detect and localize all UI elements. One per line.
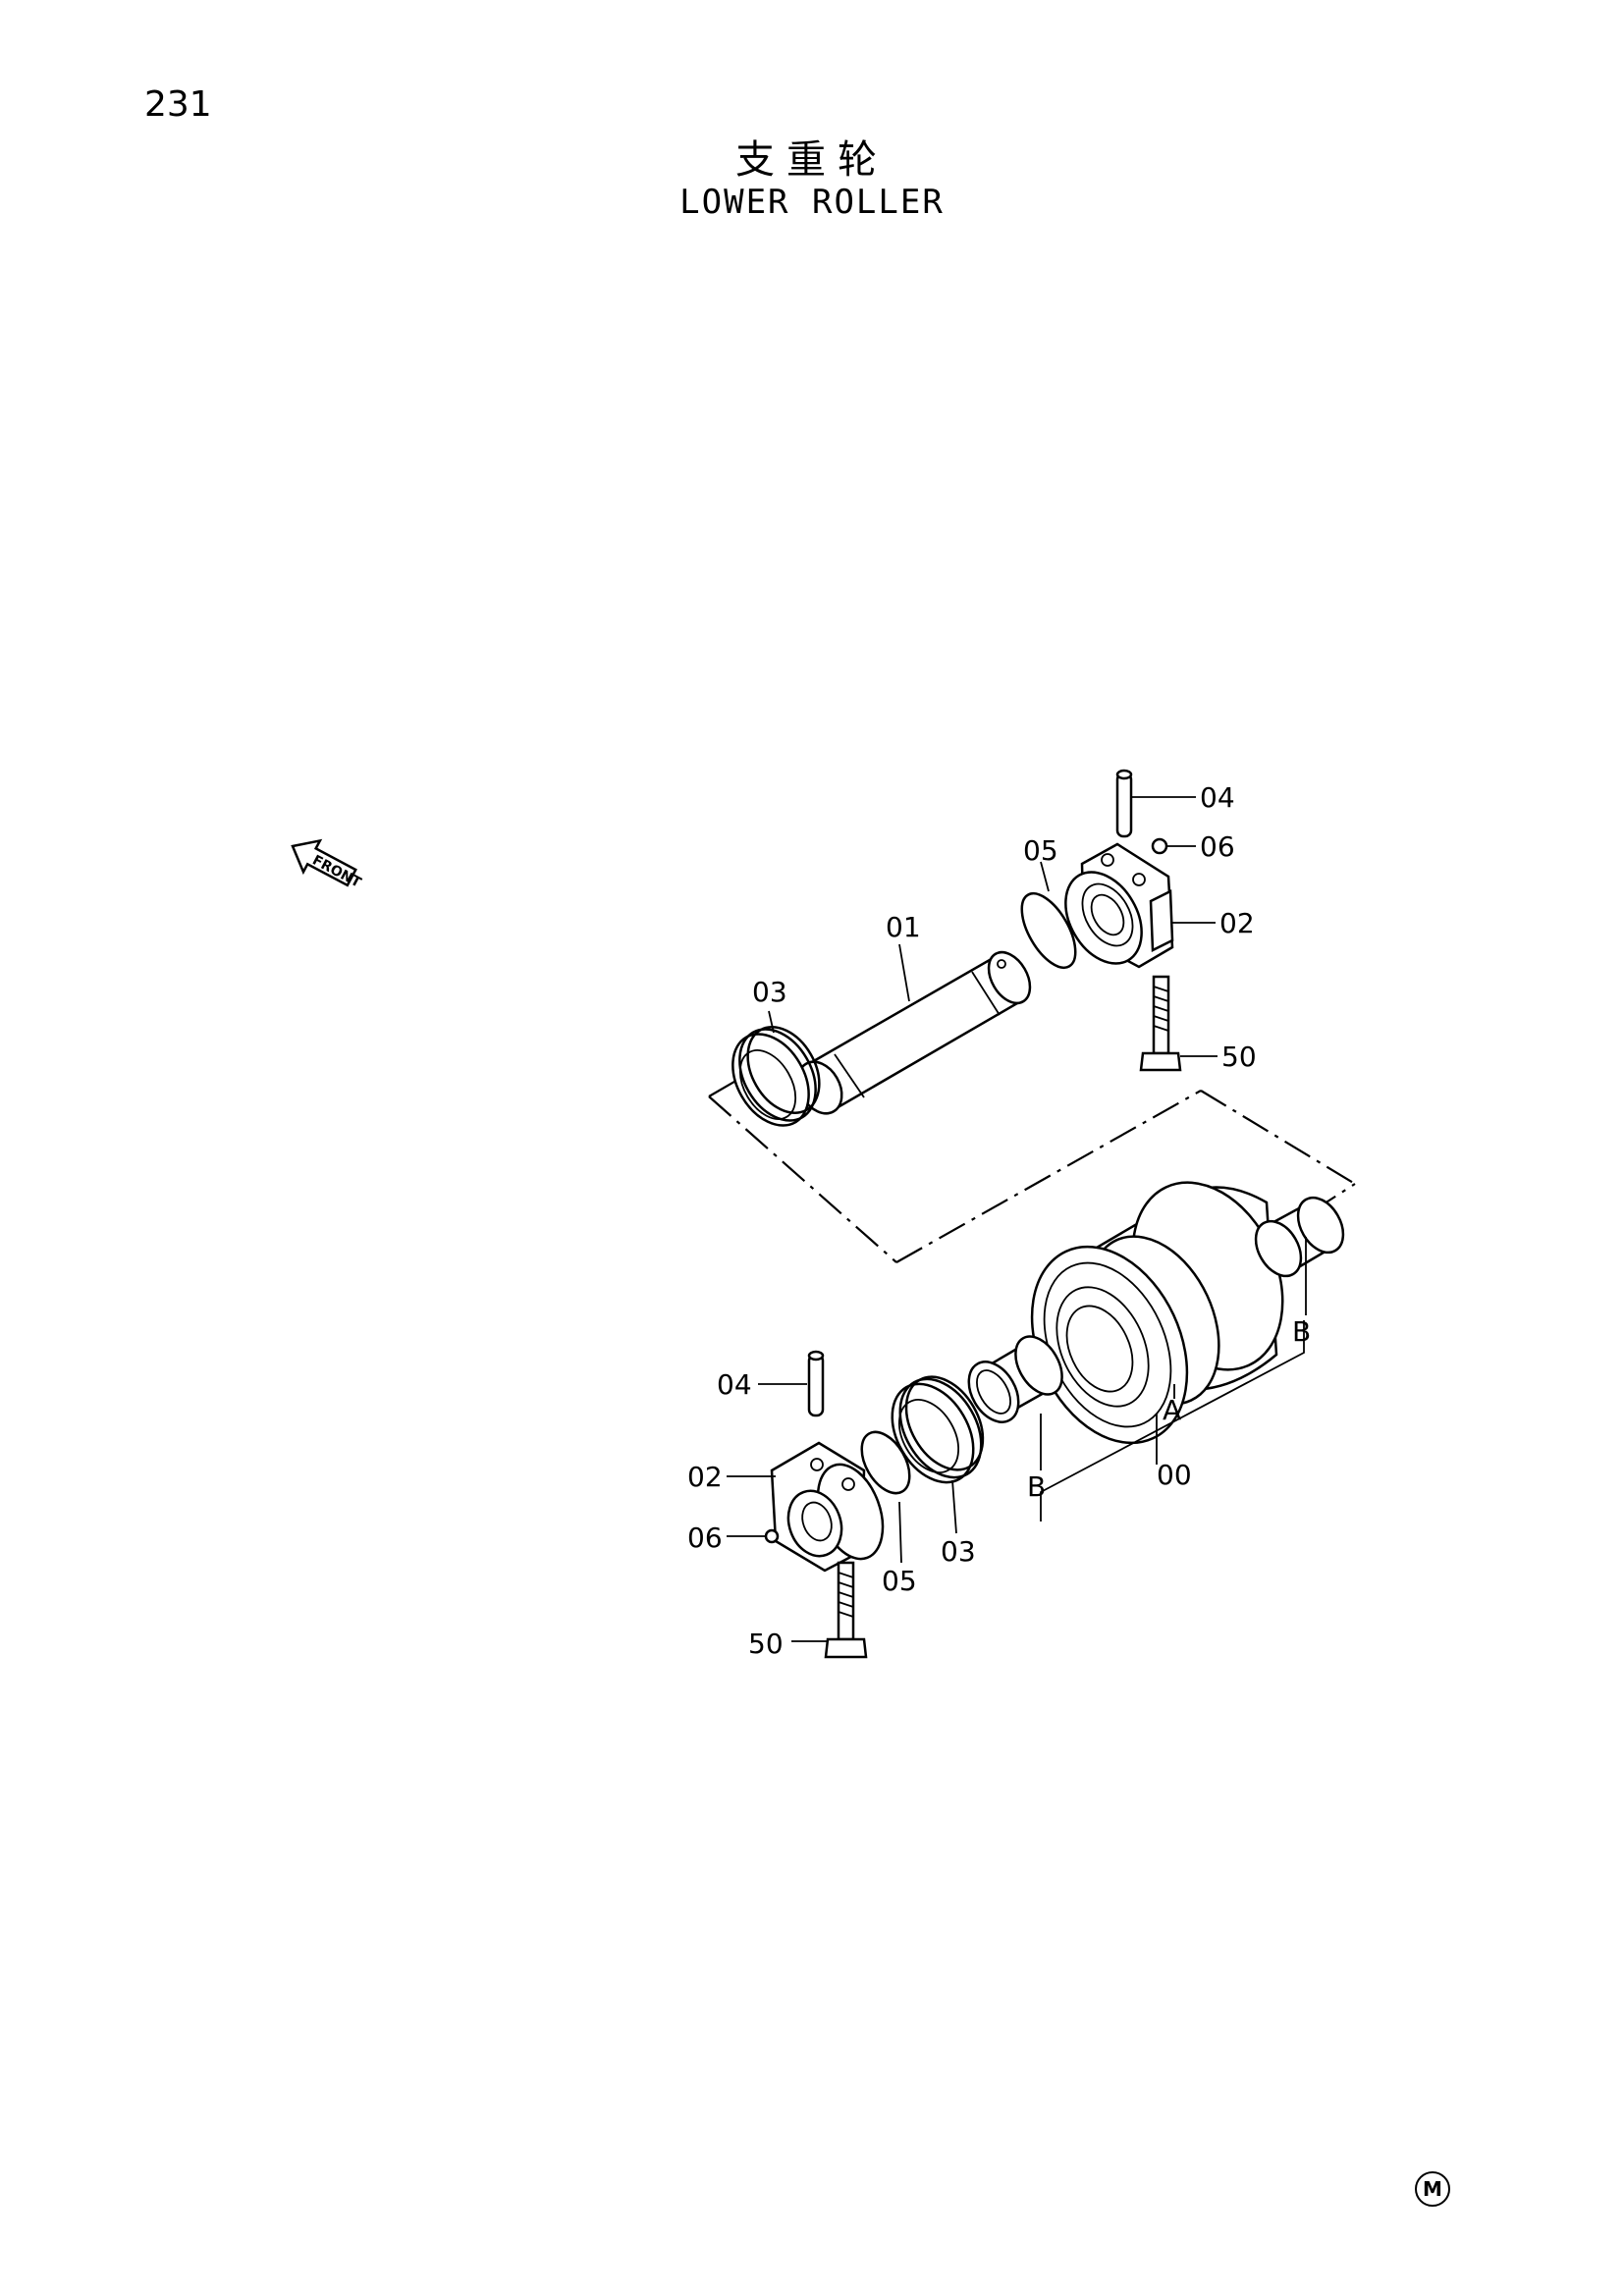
title-chinese: 支重轮	[735, 137, 889, 183]
bushing-right	[1254, 1196, 1345, 1278]
upper-leaders	[768, 796, 1218, 1057]
callout-03-lower: 03	[941, 1535, 976, 1568]
shaft-part-01	[796, 950, 1032, 1115]
plug-part-06-lower	[764, 1528, 780, 1544]
title-english: LOWER ROLLER	[679, 183, 945, 222]
callout-01: 01	[886, 911, 921, 943]
page-number: 231	[144, 84, 212, 125]
bolt-part-50-lower	[824, 1561, 868, 1659]
seal-part-03-upper	[731, 1026, 821, 1127]
callout-00: 00	[1157, 1459, 1192, 1491]
callout-05-lower: 05	[882, 1565, 917, 1597]
callout-04-lower: 04	[717, 1368, 752, 1401]
callout-06-lower: 06	[687, 1522, 723, 1554]
callout-04-upper: 04	[1200, 781, 1235, 814]
pin-part-04-lower	[807, 1350, 825, 1417]
ref-label-A: A	[1163, 1394, 1181, 1426]
callout-50-lower: 50	[748, 1628, 784, 1660]
callout-50-upper: 50	[1221, 1041, 1257, 1073]
roller-part-00	[1030, 1181, 1284, 1445]
front-arrow-icon: FRONT	[291, 838, 364, 891]
plug-part-06-upper	[1151, 837, 1168, 855]
collar-part-02-upper	[1064, 842, 1174, 969]
ref-label-B-right: B	[1292, 1315, 1311, 1348]
collar-part-02-lower	[770, 1441, 885, 1573]
revision-marker: M	[1415, 2171, 1450, 2207]
callout-02-lower: 02	[687, 1461, 723, 1493]
callout-02-upper: 02	[1219, 907, 1255, 939]
callout-06-upper: 06	[1200, 830, 1235, 863]
bushing-left	[967, 1335, 1063, 1423]
lower-leaders	[727, 1237, 1307, 1642]
o-ring-part-05-lower	[860, 1430, 911, 1495]
bolt-part-50-upper	[1139, 975, 1182, 1072]
callout-05-upper: 05	[1023, 834, 1058, 867]
callout-03-upper: 03	[752, 976, 787, 1008]
pin-part-04-upper	[1115, 769, 1133, 838]
o-ring-part-05-upper	[1020, 892, 1077, 969]
ref-label-B-left: B	[1027, 1470, 1046, 1503]
